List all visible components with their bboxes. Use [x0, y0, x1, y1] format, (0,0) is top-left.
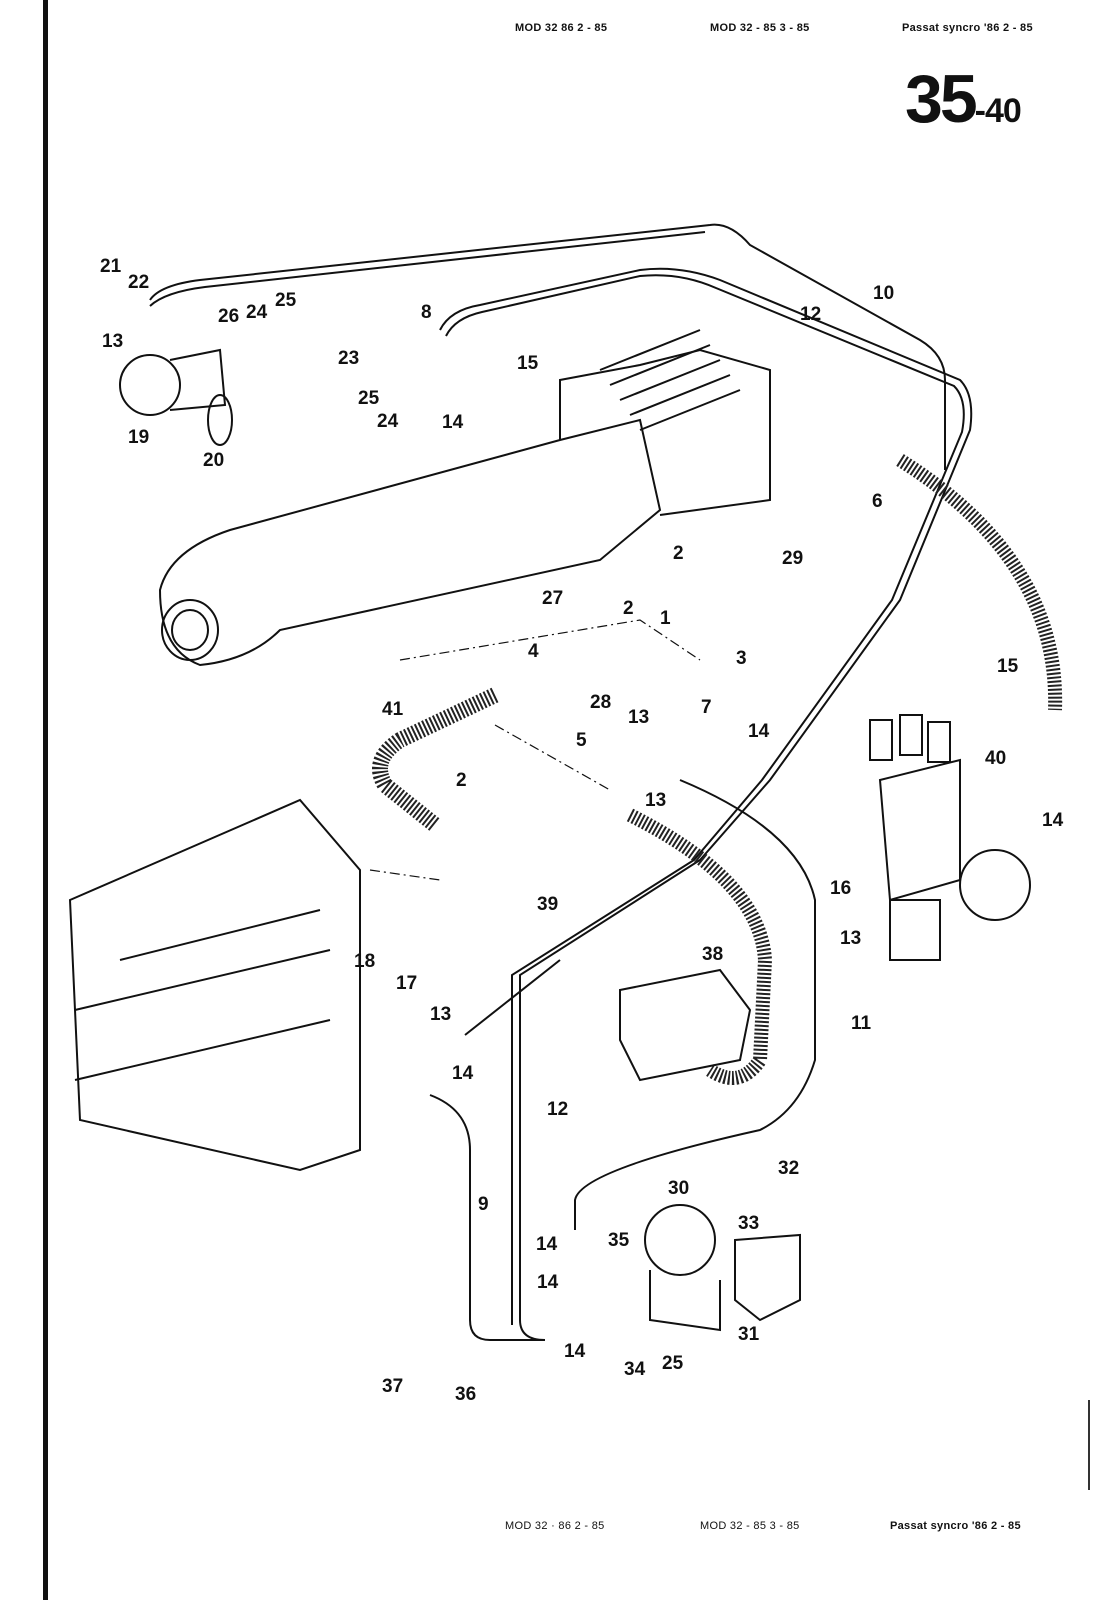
header-model-3: Passat syncro '86 2 - 85	[902, 22, 1033, 34]
callout-19: 19	[128, 427, 149, 448]
callout-2: 2	[673, 543, 684, 564]
diagram-linework	[68, 223, 1063, 1341]
page-number-main: 35	[905, 61, 978, 137]
callout-25: 25	[358, 388, 380, 409]
callout-13: 13	[840, 928, 861, 949]
callout-7: 7	[701, 697, 712, 718]
callout-8: 8	[421, 302, 432, 323]
callout-12: 12	[800, 304, 821, 325]
callout-25: 25	[662, 1353, 684, 1374]
callout-1: 1	[660, 608, 671, 629]
page-binding-edge	[43, 0, 48, 1600]
callout-15: 15	[517, 353, 539, 374]
callout-14: 14	[537, 1272, 559, 1293]
callout-32: 32	[778, 1158, 799, 1179]
callout-14: 14	[452, 1063, 474, 1084]
callout-25: 25	[275, 290, 297, 311]
header-model-1: MOD 32 86 2 - 85	[515, 22, 608, 34]
callout-11: 11	[851, 1013, 872, 1034]
callout-5: 5	[576, 730, 587, 751]
callout-2: 2	[623, 598, 634, 619]
callout-23: 23	[338, 348, 359, 369]
callout-33: 33	[738, 1213, 759, 1234]
callout-41: 41	[382, 699, 404, 720]
callout-29: 29	[782, 548, 803, 569]
callout-31: 31	[738, 1324, 760, 1345]
callout-6: 6	[872, 491, 883, 512]
callout-4: 4	[528, 641, 539, 662]
callout-15: 15	[997, 656, 1019, 677]
callout-38: 38	[702, 944, 723, 965]
callout-13: 13	[628, 707, 649, 728]
callout-30: 30	[668, 1178, 689, 1199]
callout-14: 14	[1042, 810, 1064, 831]
page-number-sub: -40	[974, 92, 1022, 130]
callout-13: 13	[102, 331, 123, 352]
footer-model-3: Passat syncro '86 2 - 85	[890, 1520, 1021, 1532]
callout-13: 13	[430, 1004, 451, 1025]
footer-model-1: MOD 32 · 86 2 - 85	[505, 1520, 605, 1532]
callout-18: 18	[354, 951, 375, 972]
callout-36: 36	[455, 1384, 476, 1405]
header-model-2: MOD 32 - 85 3 - 85	[710, 22, 810, 34]
callout-3: 3	[736, 648, 747, 669]
callout-14: 14	[442, 412, 464, 433]
callout-20: 20	[203, 450, 224, 471]
vacuum-line-10	[149, 223, 946, 470]
page-edge-mark	[1088, 1400, 1090, 1490]
callout-13: 13	[645, 790, 666, 811]
callout-14: 14	[748, 721, 770, 742]
callout-22: 22	[128, 272, 149, 293]
callout-12: 12	[547, 1099, 568, 1120]
callout-14: 14	[536, 1234, 558, 1255]
callout-24: 24	[377, 411, 399, 432]
page-number: 35-40	[905, 60, 1022, 138]
footer-model-2: MOD 32 - 85 3 - 85	[700, 1520, 800, 1532]
callout-27: 27	[542, 588, 563, 609]
callout-35: 35	[608, 1230, 630, 1251]
callout-24: 24	[246, 302, 268, 323]
callout-17: 17	[396, 973, 417, 994]
callout-10: 10	[873, 283, 894, 304]
callout-28: 28	[590, 692, 611, 713]
callout-40: 40	[985, 748, 1006, 769]
callout-16: 16	[830, 878, 851, 899]
callout-2: 2	[456, 770, 467, 791]
callout-37: 37	[382, 1376, 403, 1397]
callout-9: 9	[478, 1194, 489, 1215]
callout-26: 26	[218, 306, 239, 327]
callout-39: 39	[537, 894, 558, 915]
callout-21: 21	[100, 256, 122, 277]
callout-14: 14	[564, 1341, 586, 1362]
callout-34: 34	[624, 1359, 646, 1380]
